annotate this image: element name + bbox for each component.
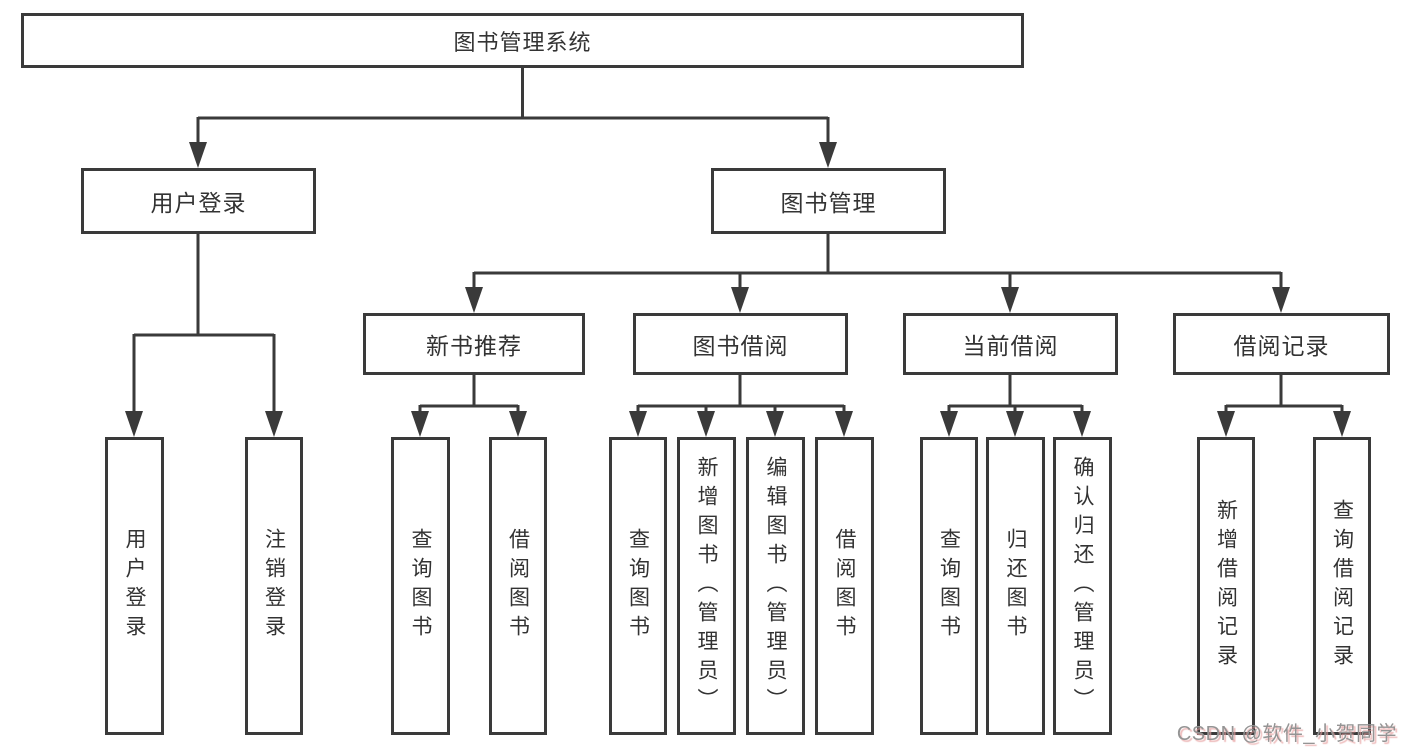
leaf-borrow-books-recommend: 借阅图书 (489, 437, 547, 735)
node-book-borrowing: 图书借阅 (633, 313, 848, 375)
leaf-add-books-admin: 新增图书（管理员） (677, 437, 736, 735)
leaf-borrow-books: 借阅图书 (815, 437, 874, 735)
leaf-search-books-current: 查询图书 (920, 437, 978, 735)
node-user-login: 用户登录 (81, 168, 316, 234)
leaf-return-books: 归还图书 (986, 437, 1045, 735)
watermark: CSDN @软件_小贺同学 (1176, 723, 1397, 745)
node-current-borrowing: 当前借阅 (903, 313, 1118, 375)
leaf-logout: 注销登录 (245, 437, 303, 735)
leaf-user-login: 用户登录 (105, 437, 164, 735)
leaf-search-books-recommend: 查询图书 (391, 437, 450, 735)
leaf-edit-books-admin: 编辑图书（管理员） (746, 437, 805, 735)
node-new-book-recommend: 新书推荐 (363, 313, 585, 375)
leaf-add-borrow-record: 新增借阅记录 (1197, 437, 1255, 735)
leaf-search-books-borrowing: 查询图书 (609, 437, 667, 735)
node-borrowing-records: 借阅记录 (1173, 313, 1390, 375)
leaf-search-borrow-record: 查询借阅记录 (1313, 437, 1371, 735)
node-library-management-system: 图书管理系统 (21, 13, 1024, 68)
leaf-confirm-return-admin: 确认归还（管理员） (1053, 437, 1112, 735)
node-book-management: 图书管理 (711, 168, 946, 234)
